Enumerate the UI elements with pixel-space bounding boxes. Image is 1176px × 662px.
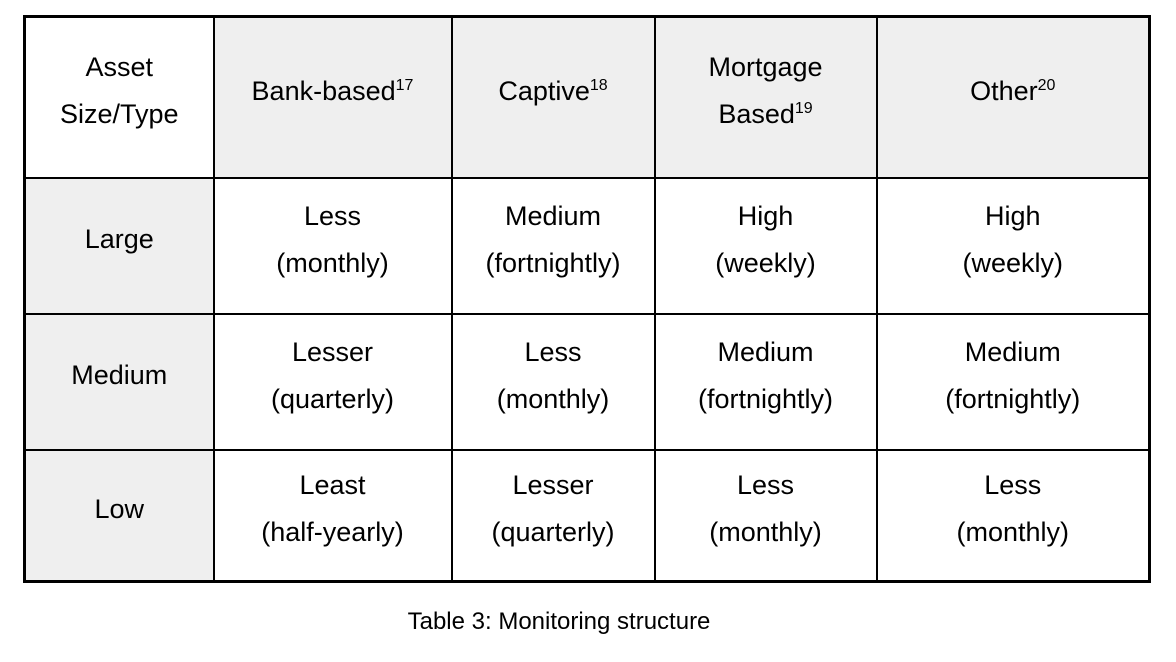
cell-value: Medium [504, 200, 602, 231]
footnote-ref-19: 19 [794, 100, 813, 118]
column-header-other: Other20 [875, 15, 1151, 179]
footnote-ref-20: 20 [1037, 76, 1056, 94]
cell-medium-mortgage-based: Medium (fortnightly) [653, 312, 878, 451]
cell-frequency: (weekly) [962, 247, 1063, 278]
column-header-label: Bank-based [251, 75, 396, 106]
row-header-label: Low [94, 493, 145, 524]
table-caption: Table 3: Monitoring structure [407, 608, 711, 635]
cell-large-bank-based: Less (monthly) [212, 176, 453, 315]
table-row-large: Large Less (monthly) Medium (fortnightly… [23, 176, 1151, 315]
cell-value: Less [303, 200, 362, 231]
row-header-large: Large [23, 176, 215, 315]
cell-medium-other: Medium (fortnightly) [875, 312, 1151, 451]
cell-frequency: (fortnightly) [697, 383, 834, 414]
cell-value: Least [299, 470, 366, 501]
row-header-label: Large [84, 224, 154, 254]
cell-frequency: (monthly) [956, 517, 1070, 548]
row-header-low: Low [23, 448, 215, 583]
corner-line2: Size/Type [59, 99, 179, 130]
cell-value: High [737, 200, 794, 231]
footnote-ref-17: 17 [395, 76, 414, 94]
column-header-label: Captive [498, 75, 590, 106]
cell-medium-captive: Less (monthly) [450, 312, 656, 451]
table-row-low: Low Least (half-yearly) Lesser (quarterl… [23, 448, 1151, 583]
cell-value: Lesser [512, 470, 594, 501]
table-header-row: Asset Size/Type Bank-based17 Captive18 M… [23, 15, 1151, 179]
cell-medium-bank-based: Lesser (quarterly) [212, 312, 453, 451]
column-header-line1: Mortgage [708, 52, 823, 83]
cell-value: Less [984, 470, 1042, 501]
monitoring-structure-table: Asset Size/Type Bank-based17 Captive18 M… [23, 15, 1151, 583]
cell-frequency: (monthly) [276, 247, 389, 278]
cell-frequency: (quarterly) [491, 517, 615, 548]
cell-value: Less [524, 336, 582, 367]
cell-low-mortgage-based: Less (monthly) [653, 448, 878, 583]
column-header-bank-based: Bank-based17 [212, 15, 453, 179]
cell-frequency: (monthly) [496, 383, 610, 414]
cell-large-mortgage-based: High (weekly) [653, 176, 878, 315]
row-header-label: Medium [71, 360, 168, 390]
column-header-captive: Captive18 [450, 15, 656, 179]
row-header-medium: Medium [23, 312, 215, 451]
cell-frequency: (weekly) [715, 247, 816, 278]
cell-low-other: Less (monthly) [875, 448, 1151, 583]
column-header-line2: Based [718, 99, 795, 130]
cell-value: Medium [717, 336, 814, 367]
cell-value: High [984, 200, 1041, 231]
cell-value: Less [736, 470, 795, 501]
corner-line1: Asset [85, 52, 154, 83]
cell-frequency: (fortnightly) [485, 247, 621, 278]
cell-low-bank-based: Least (half-yearly) [212, 448, 453, 583]
cell-frequency: (quarterly) [270, 383, 395, 414]
cell-value: Lesser [291, 336, 374, 367]
column-header-asset-size-type: Asset Size/Type [23, 15, 215, 179]
cell-value: Medium [964, 336, 1061, 367]
column-header-mortgage-based: Mortgage Based19 [653, 15, 878, 179]
cell-frequency: (monthly) [709, 517, 822, 548]
cell-large-other: High (weekly) [875, 176, 1151, 315]
cell-large-captive: Medium (fortnightly) [450, 176, 656, 315]
footnote-ref-18: 18 [589, 76, 608, 94]
table-row-medium: Medium Lesser (quarterly) Less (monthly)… [23, 312, 1151, 451]
cell-frequency: (fortnightly) [945, 383, 1081, 414]
column-header-label: Other [970, 75, 1038, 106]
cell-frequency: (half-yearly) [261, 517, 404, 548]
cell-low-captive: Lesser (quarterly) [450, 448, 656, 583]
